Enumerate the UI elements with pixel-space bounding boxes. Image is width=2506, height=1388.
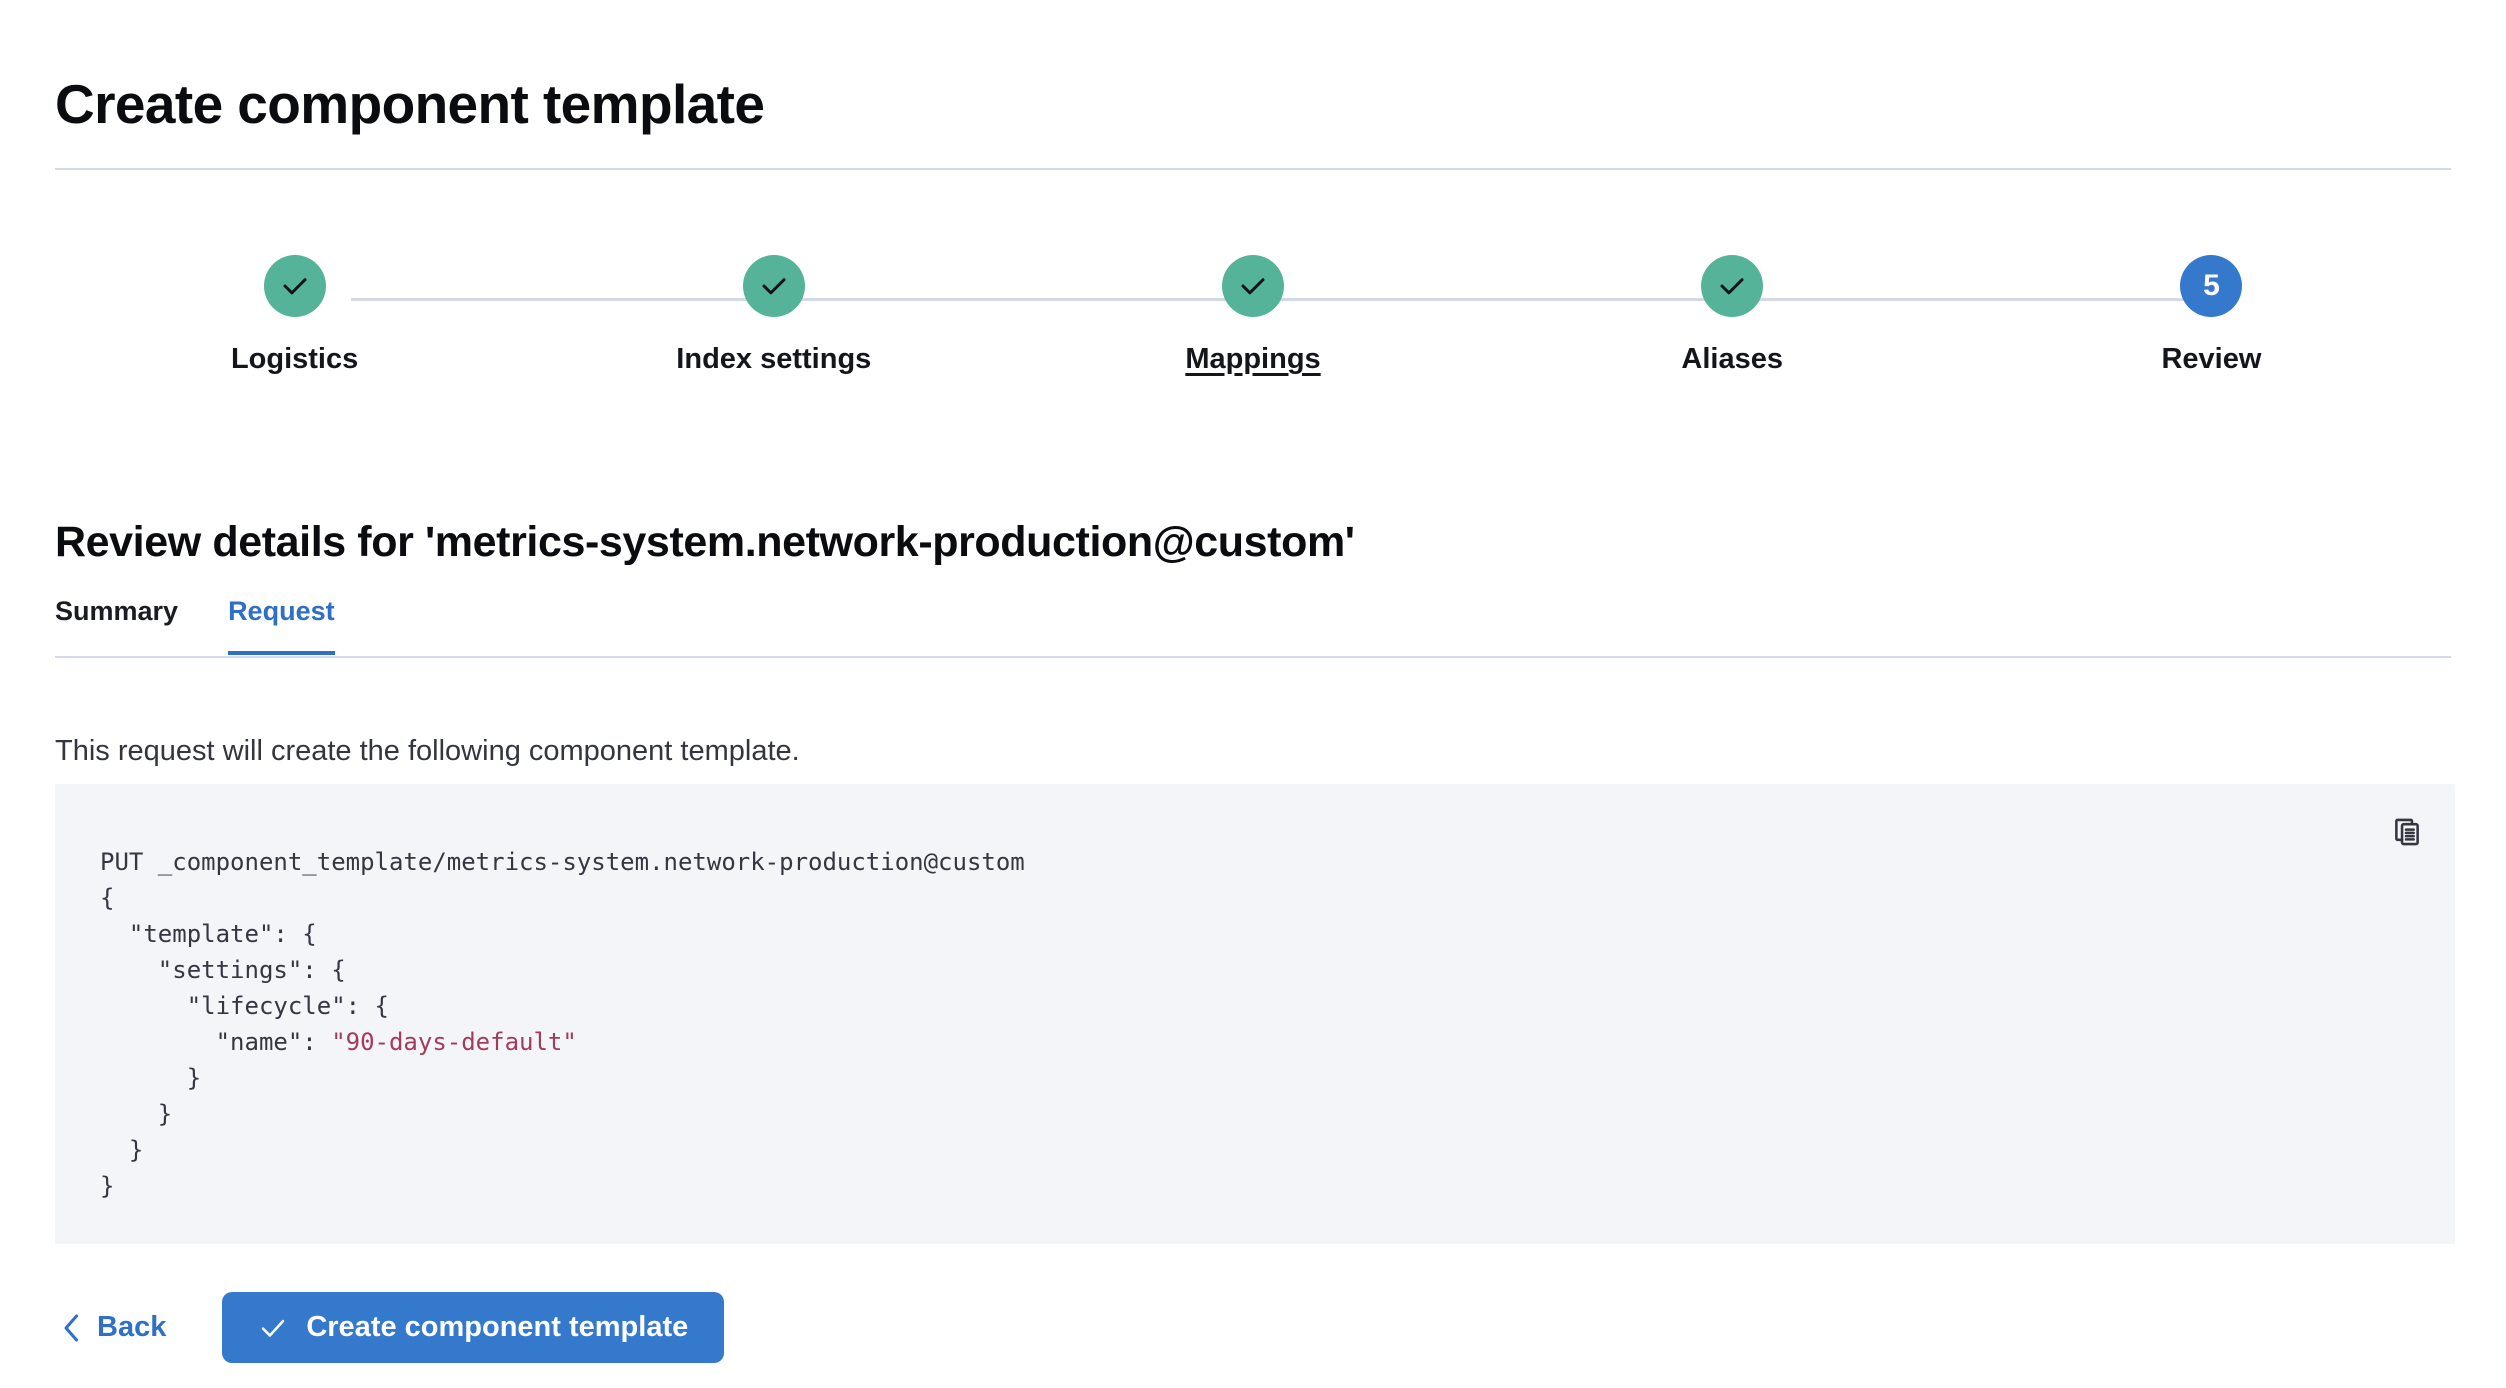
wizard-actions: Back Create component template bbox=[55, 1292, 725, 1363]
create-component-template-button-label: Create component template bbox=[306, 1311, 689, 1343]
check-icon bbox=[258, 1313, 288, 1343]
stepper-step-logistics[interactable]: Logistics bbox=[55, 255, 534, 376]
check-icon bbox=[1222, 255, 1284, 317]
review-heading: Review details for 'metrics-system.netwo… bbox=[55, 517, 1355, 566]
step-number-badge: 5 bbox=[2180, 255, 2243, 317]
create-component-template-button[interactable]: Create component template bbox=[222, 1292, 725, 1363]
review-tabs: Summary Request bbox=[55, 596, 2451, 658]
title-divider bbox=[55, 168, 2451, 170]
tab-summary[interactable]: Summary bbox=[55, 596, 178, 655]
stepper-step-label: Mappings bbox=[1185, 343, 1321, 375]
request-code-panel: PUT _component_template/metrics-system.n… bbox=[55, 784, 2455, 1244]
back-button[interactable]: Back bbox=[55, 1303, 172, 1352]
check-icon bbox=[1701, 255, 1764, 317]
chevron-left-icon bbox=[61, 1313, 83, 1343]
page-title: Create component template bbox=[55, 72, 765, 135]
stepper-step-label: Review bbox=[2161, 343, 2262, 375]
copy-clipboard-icon[interactable] bbox=[2381, 806, 2433, 858]
request-code: PUT _component_template/metrics-system.n… bbox=[100, 848, 1025, 1200]
check-icon bbox=[263, 255, 326, 317]
stepper-step-aliases[interactable]: Aliases bbox=[1493, 255, 1972, 376]
stepper-step-index-settings[interactable]: Index settings bbox=[534, 255, 1013, 376]
back-button-label: Back bbox=[97, 1311, 167, 1343]
stepper-step-label: Logistics bbox=[230, 343, 359, 375]
stepper-step-label: Index settings bbox=[676, 343, 872, 375]
request-description: This request will create the following c… bbox=[55, 735, 800, 767]
stepper-step-label: Aliases bbox=[1681, 343, 1783, 375]
stepper-step-mappings[interactable]: Mappings bbox=[1013, 255, 1492, 376]
check-icon bbox=[742, 255, 805, 317]
tab-request[interactable]: Request bbox=[228, 596, 335, 655]
